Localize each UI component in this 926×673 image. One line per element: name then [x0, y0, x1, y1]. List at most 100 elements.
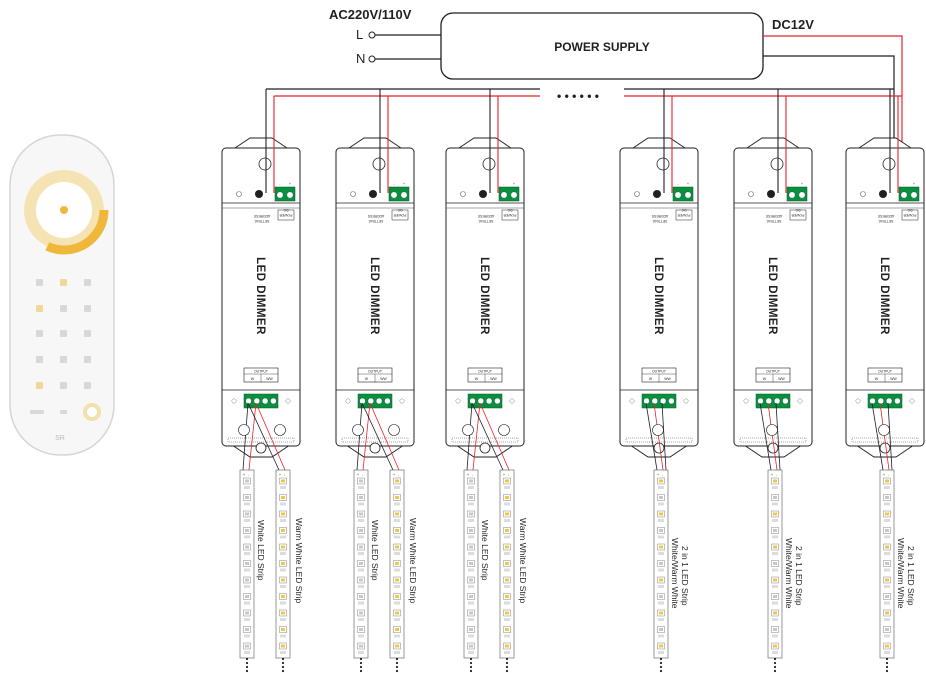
svg-text:+: + [279, 473, 281, 477]
power-terminal-block-icon [274, 186, 296, 202]
led-strip-icon: +- [238, 402, 257, 673]
mount-hole-icon [258, 157, 272, 171]
svg-text:DC: DC [397, 208, 402, 212]
svg-text:White/Warm White: White/Warm White [784, 538, 794, 609]
white-strip-label: White LED Strip [480, 520, 490, 581]
led-strip-icon: +- [247, 402, 291, 673]
svg-text:-: - [398, 473, 399, 477]
svg-text:WW: WW [266, 377, 273, 381]
svg-text:+: + [883, 473, 885, 477]
svg-text:W: W [475, 377, 479, 381]
svg-text:White/Warm White: White/Warm White [670, 538, 680, 609]
svg-text:OUTPUT: OUTPUT [254, 370, 268, 374]
neutral-label: N [356, 51, 365, 66]
svg-text:-: - [393, 182, 394, 186]
power-supply-box [440, 12, 764, 80]
svg-text:ADDRESS: ADDRESS [651, 214, 668, 218]
svg-text:SETTING: SETTING [766, 219, 781, 223]
svg-text:DC: DC [907, 208, 912, 212]
remote-control-icon: SR [9, 134, 115, 456]
svg-text:SETTING: SETTING [878, 219, 893, 223]
svg-text:OUTPUT: OUTPUT [478, 370, 492, 374]
power-terminal-block-icon [786, 186, 808, 202]
svg-text:WW: WW [778, 377, 785, 381]
svg-text:ADDRESS: ADDRESS [877, 214, 894, 218]
mount-hole-icon [482, 157, 496, 171]
setting-button-icon [479, 190, 487, 198]
led-strip-icon: +- [759, 402, 783, 673]
dimmer-title: LED DIMMER [478, 257, 490, 335]
svg-text:2 in 1 LED Strip: 2 in 1 LED Strip [680, 546, 690, 606]
svg-text:OUTPUT: OUTPUT [652, 370, 666, 374]
setting-button-icon [767, 190, 775, 198]
dimmer-title: LED DIMMER [254, 257, 266, 335]
output-terminal-block-icon [641, 393, 677, 409]
setting-button-icon [653, 190, 661, 198]
bus-continuation-dots: • • • • • • [557, 89, 599, 103]
white-strip-label: White LED Strip [256, 520, 266, 581]
svg-text:+: + [403, 182, 405, 186]
svg-text:POWER: POWER [903, 213, 916, 217]
svg-text:POWER: POWER [393, 213, 406, 217]
svg-text:WW: WW [490, 377, 497, 381]
svg-text:-: - [503, 182, 504, 186]
svg-text:POWER: POWER [791, 213, 804, 217]
svg-text:-: - [472, 473, 473, 477]
power-terminal-block-icon [498, 186, 520, 202]
led-strip-icon: +- [645, 402, 669, 673]
power-terminal-block-icon [388, 186, 410, 202]
svg-text:SETTING: SETTING [652, 219, 667, 223]
svg-text:WW: WW [664, 377, 671, 381]
svg-text:+: + [801, 182, 803, 186]
mount-hole-icon [882, 157, 896, 171]
svg-text:-: - [888, 473, 889, 477]
power-terminal-block-icon [672, 186, 694, 202]
remote-brand: SR [55, 435, 65, 442]
output-terminal-block-icon [243, 393, 279, 409]
white-strip-label: White LED Strip [370, 520, 380, 581]
svg-text:-: - [791, 182, 792, 186]
svg-text:DC: DC [507, 208, 512, 212]
neutral-terminal-icon [368, 55, 376, 63]
output-terminal-block-icon [755, 393, 791, 409]
svg-text:-: - [662, 473, 663, 477]
mount-hole-icon [656, 157, 670, 171]
svg-text:+: + [771, 473, 773, 477]
svg-text:SETTING: SETTING [254, 219, 269, 223]
svg-text:2 in 1 LED Strip: 2 in 1 LED Strip [794, 546, 804, 606]
svg-text:ADDRESS: ADDRESS [253, 214, 270, 218]
svg-text:W: W [649, 377, 653, 381]
svg-text:WW: WW [380, 377, 387, 381]
output-terminal-block-icon [867, 393, 903, 409]
svg-text:DC: DC [283, 208, 288, 212]
svg-text:ADDRESS: ADDRESS [477, 214, 494, 218]
svg-text:2 in 1 LED Strip: 2 in 1 LED Strip [906, 546, 916, 606]
svg-text:DC: DC [795, 208, 800, 212]
dimmer-title: LED DIMMER [368, 257, 380, 335]
svg-text:ADDRESS: ADDRESS [367, 214, 384, 218]
dc-output-label: DC12V [772, 17, 814, 32]
dimmer-title: LED DIMMER [652, 257, 664, 335]
output-terminal-block-icon [357, 393, 393, 409]
svg-text:OUTPUT: OUTPUT [766, 370, 780, 374]
svg-text:-: - [279, 182, 280, 186]
line-label: L [356, 27, 363, 42]
svg-text:OUTPUT: OUTPUT [368, 370, 382, 374]
svg-text:+: + [467, 473, 469, 477]
output-terminal-block-icon [467, 393, 503, 409]
svg-text:+: + [243, 473, 245, 477]
setting-button-icon [879, 190, 887, 198]
warm-white-strip-label: Warm White LED Strip [408, 518, 418, 603]
mount-hole-icon [372, 157, 386, 171]
line-terminal-icon [368, 31, 376, 39]
power-terminal-block-icon [898, 186, 920, 202]
setting-button-icon [369, 190, 377, 198]
